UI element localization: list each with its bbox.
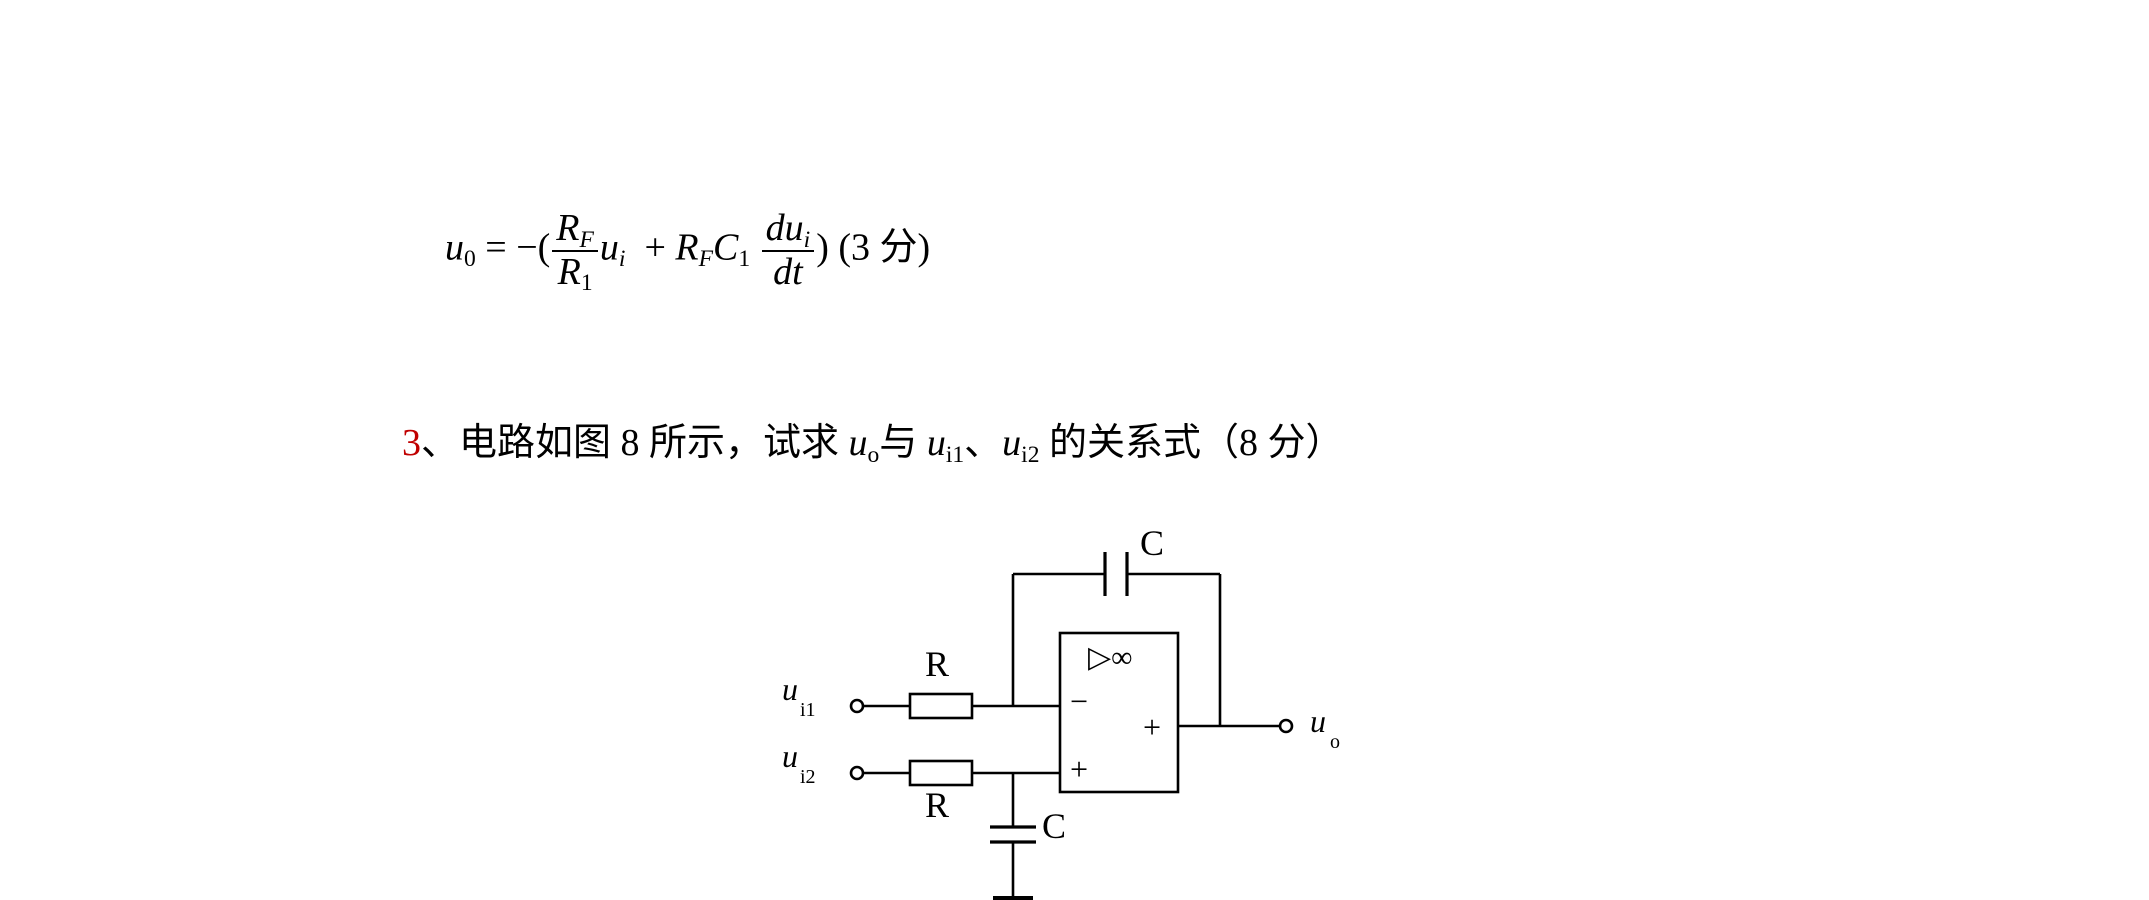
frac2-num-var: du: [765, 207, 804, 249]
formula-fraction-2: dui dt: [761, 207, 815, 294]
frac2-num-sub: i: [803, 226, 811, 253]
resistor-bottom: [908, 759, 974, 787]
frac1-num-var: R: [556, 207, 580, 249]
input1-terminal: [849, 698, 865, 714]
term1-var: u: [599, 226, 619, 269]
frac1-den-sub: 1: [580, 270, 593, 297]
question-3: 3、电路如图 8 所示，试求 uo与 ui1、ui2 的关系式（8 分）: [402, 411, 1344, 468]
input2-terminal: [849, 765, 865, 781]
question-mid2: 、: [964, 422, 1003, 464]
c-var: C: [713, 226, 739, 269]
rf-var: R: [675, 226, 699, 269]
opamp-plus-in: +: [1070, 751, 1088, 787]
question-number: 3: [402, 422, 421, 464]
input2-var: u: [782, 738, 798, 774]
opamp-minus: −: [1070, 683, 1088, 719]
output-terminal: [1278, 718, 1294, 734]
question-mid1: 与: [879, 422, 927, 464]
question-text-after: 的关系式（8 分）: [1039, 422, 1344, 464]
question-ui2-var: u: [1002, 422, 1022, 464]
formula-lhs-sub: 0: [464, 246, 476, 273]
resistor-top: [908, 692, 974, 720]
feedback-cap-label: C: [1140, 523, 1164, 563]
output-sub: o: [1330, 731, 1340, 753]
output-var: u: [1310, 703, 1326, 739]
r-top-label: R: [925, 644, 949, 684]
question-uo-var: u: [848, 422, 868, 464]
input1-var: u: [782, 671, 798, 707]
frac1-den-var: R: [557, 250, 581, 293]
r-bottom-label: R: [925, 785, 949, 825]
formula: u0 = −( RF R1 ui + RFC1 dui dt ) (3 分): [445, 207, 931, 318]
question-ui1-sub: i1: [945, 441, 965, 468]
opamp-symbol: ▷∞: [1088, 641, 1132, 674]
input1-sub: i1: [800, 699, 816, 721]
question-text-before: 、电路如图 8 所示，试求: [421, 422, 849, 464]
formula-score: (3 分): [838, 226, 931, 269]
opamp-plus-out: +: [1143, 709, 1161, 745]
frac1-num-sub: F: [579, 226, 594, 253]
formula-equals: = −(: [485, 226, 551, 269]
question-ui2-sub: i2: [1021, 441, 1040, 468]
formula-close-paren: ): [816, 226, 829, 269]
question-uo-sub: o: [867, 441, 880, 468]
c-sub: 1: [738, 246, 751, 273]
formula-fraction-1: RF R1: [552, 207, 598, 297]
rf-sub: F: [698, 246, 713, 273]
question-ui1-var: u: [926, 422, 946, 464]
term1-sub: i: [618, 246, 626, 273]
formula-plus: +: [644, 226, 666, 269]
frac2-den: dt: [773, 250, 803, 293]
opamp-box: [1058, 631, 1180, 794]
ground-cap-label: C: [1042, 806, 1066, 846]
formula-lhs-var: u: [445, 226, 464, 269]
input2-sub: i2: [800, 766, 816, 788]
